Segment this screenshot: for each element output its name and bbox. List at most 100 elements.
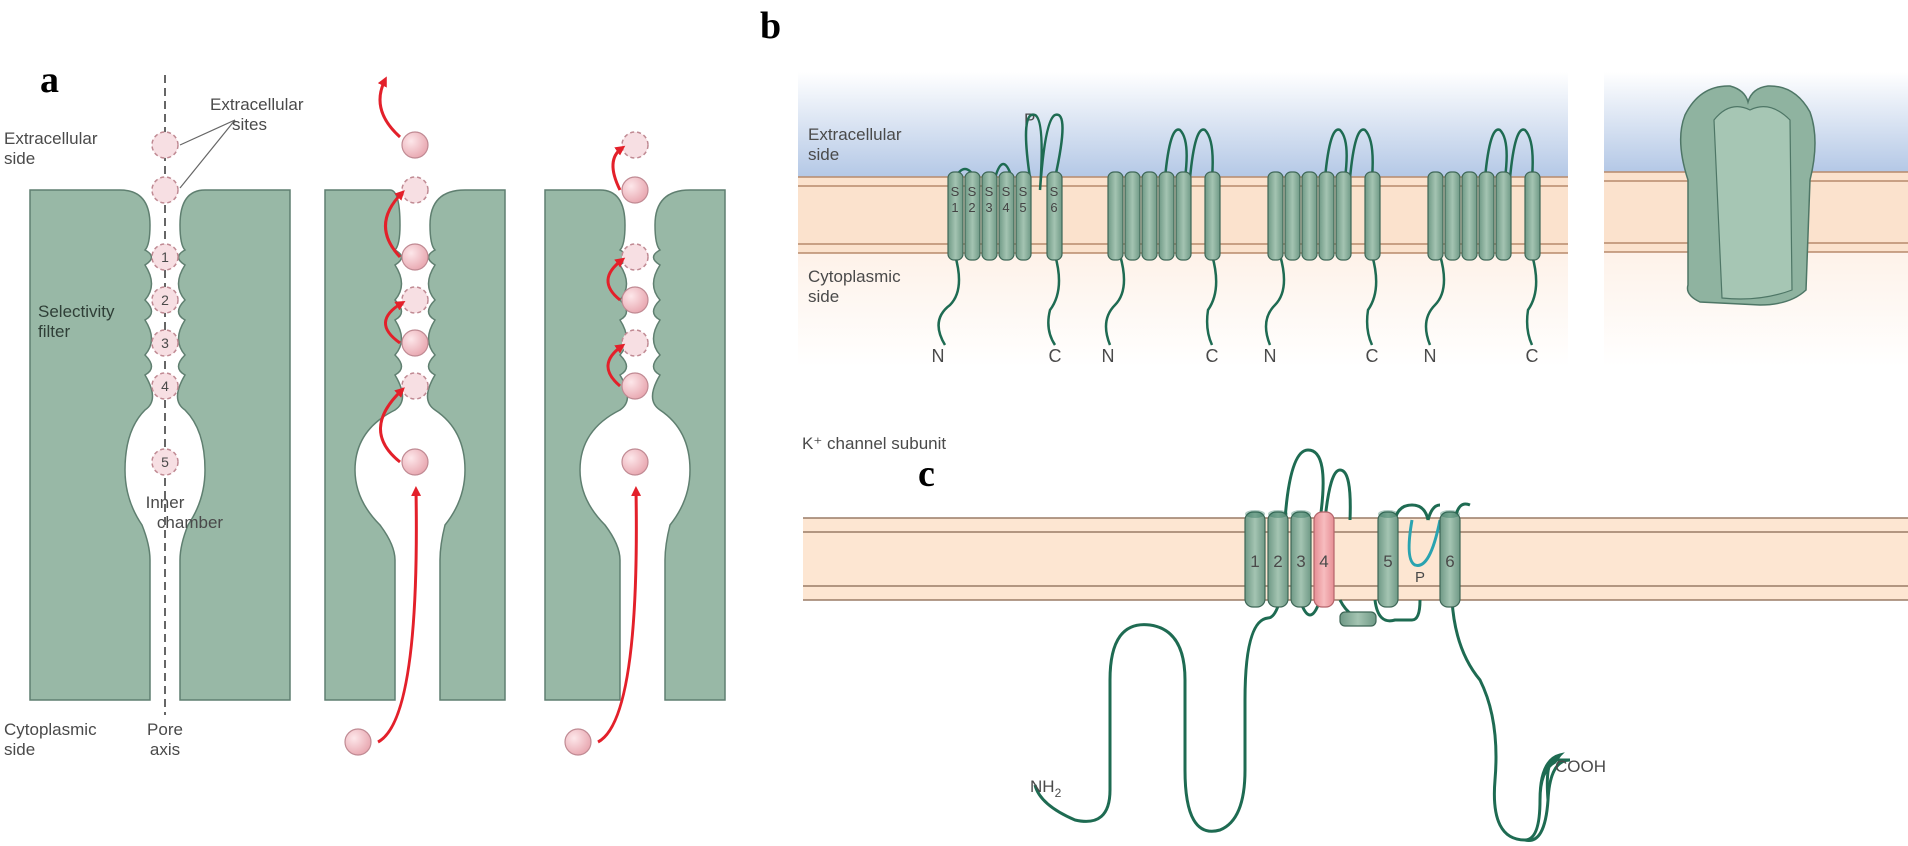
empty-site (401, 286, 429, 314)
helix (1107, 171, 1124, 261)
ion (401, 448, 429, 476)
subunit-1: S 1 S 2 S 3 S 4 S 5 S 6 N C (932, 113, 1064, 366)
assembled-channel (1604, 72, 1908, 367)
segment-6-label: 6 (1445, 552, 1454, 571)
ion (621, 372, 649, 400)
empty-site (621, 131, 649, 159)
helix-4-voltage-sensor (1313, 511, 1335, 608)
helix (1267, 171, 1284, 261)
inner-chamber-label-1: Inner (146, 493, 185, 512)
extracellular-side-label-2: side (4, 149, 35, 168)
s4-s5-linker (1339, 611, 1377, 627)
helix-1 (1244, 511, 1266, 608)
helix (1524, 171, 1541, 261)
s-label: S (1002, 184, 1011, 199)
cytoplasmic-side-label-2: side (4, 740, 35, 759)
sites-leader-2 (179, 119, 236, 189)
n-terminus-label: N (1424, 346, 1437, 366)
ion (564, 728, 592, 756)
s-label: S (951, 184, 960, 199)
subunit-3: N C (1264, 128, 1381, 366)
helix-s2 (964, 171, 981, 261)
s-label: S (1019, 184, 1028, 199)
s-number: 2 (968, 200, 975, 215)
channel-wall-right (176, 189, 291, 701)
site-number-5: 5 (161, 454, 169, 470)
arrow (611, 145, 626, 191)
helix (1444, 171, 1461, 261)
ion-flow-arrows (597, 145, 642, 744)
b-p-label: P (1024, 110, 1035, 129)
empty-site (621, 243, 649, 271)
arrow (384, 300, 406, 345)
site-extracellular-inner (151, 176, 179, 204)
n-terminus-label: N (932, 346, 945, 366)
extracellular-sites-label-2: sites (232, 115, 267, 134)
b-extracellular-label-1: Extracellular (808, 125, 902, 144)
helix (1141, 171, 1158, 261)
channel-wall-right (426, 189, 506, 701)
site-number-2: 2 (161, 292, 169, 308)
helix (1158, 171, 1175, 261)
pore-diagram-3 (544, 131, 726, 756)
site-4 (151, 372, 179, 400)
cytoplasmic-side-label-1: Cytoplasmic (4, 720, 97, 739)
segment-4-label: 4 (1319, 552, 1328, 571)
panel-b-letter: b (760, 5, 781, 47)
site-number-4: 4 (161, 378, 169, 394)
ion (344, 728, 372, 756)
helix-s5 (1015, 171, 1032, 261)
segment-2-label: 2 (1273, 552, 1282, 571)
s-number: 3 (985, 200, 992, 215)
ion-flow-arrows (377, 76, 422, 744)
empty-site (401, 372, 429, 400)
n-terminus-label: N (1102, 346, 1115, 366)
segment-5-label: 5 (1383, 552, 1392, 571)
helix-cap (1245, 510, 1265, 518)
panel-b: b Extracellular side Cytoplasmic side P (760, 5, 1908, 367)
nh2-label: NH2 (1030, 777, 1062, 800)
chain-tail (1524, 758, 1571, 842)
selectivity-filter-label-1: Selectivity (38, 302, 115, 321)
helix-6 (1439, 511, 1461, 608)
n-terminus-label: N (1264, 346, 1277, 366)
arrow (384, 190, 405, 259)
site-5 (151, 448, 179, 476)
site-2 (151, 286, 179, 314)
helix (1427, 171, 1444, 261)
ion-sites (151, 131, 179, 476)
subunit-title: K⁺ channel subunit (802, 434, 946, 453)
panel-a: a 1 2 3 4 5 (4, 59, 726, 759)
helix-cap (1378, 510, 1398, 518)
helix (1478, 171, 1495, 261)
channel-wall-left (29, 189, 154, 701)
selectivity-filter-label-2: filter (38, 322, 70, 341)
c-terminus-label: C (1366, 346, 1379, 366)
s-label: S (968, 184, 977, 199)
pore-diagram-2 (324, 76, 506, 756)
helix (1318, 171, 1335, 261)
helix (1175, 171, 1192, 261)
ion (401, 243, 429, 271)
site-extracellular-outer (151, 131, 179, 159)
empty-site (621, 329, 649, 357)
arrow (377, 76, 402, 139)
channel-front-face (1713, 106, 1793, 300)
helix (1335, 171, 1352, 261)
site-number-1: 1 (161, 249, 169, 265)
c-terminus-label: C (1049, 346, 1062, 366)
helix-s6 (1046, 171, 1063, 261)
ion (401, 329, 429, 357)
c-terminus-label: C (1526, 346, 1539, 366)
arrow (597, 486, 642, 744)
c-terminus-label: C (1206, 346, 1219, 366)
segment-3-label: 3 (1296, 552, 1305, 571)
p-region-label: P (1415, 569, 1425, 586)
panel-a-letter: a (40, 59, 59, 101)
cooh-label: COOH (1555, 757, 1606, 776)
panel-c-letter: c (918, 453, 935, 495)
b-extracellular-label-2: side (808, 145, 839, 164)
helix-cap (1440, 510, 1460, 518)
arrow (606, 343, 626, 388)
channel-wall-left (324, 189, 404, 701)
